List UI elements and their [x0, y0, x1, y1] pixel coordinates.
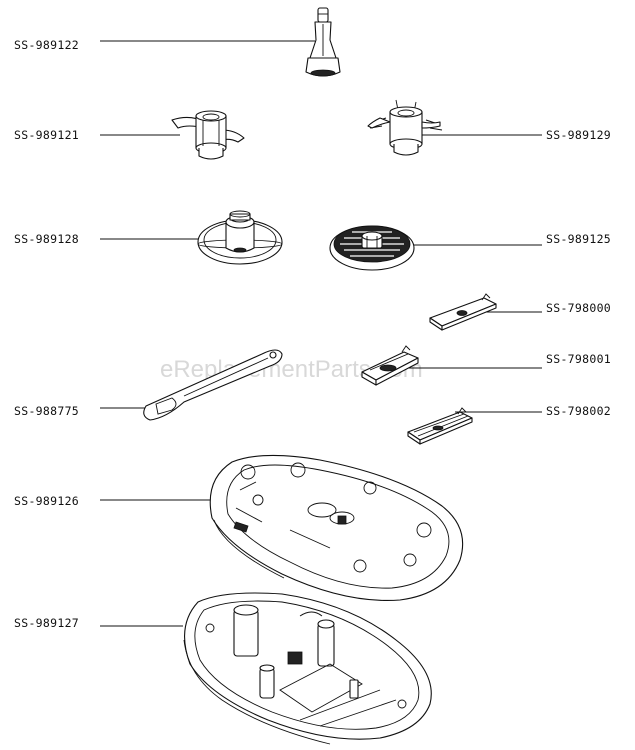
part-ss-989122-drive-shaft — [305, 7, 341, 77]
label-ss-989121: SS-989121 — [14, 128, 79, 142]
part-ss-989125-grating-disc — [329, 225, 415, 271]
part-ss-989129-emulsifier — [367, 99, 443, 156]
label-ss-988775: SS-988775 — [14, 404, 79, 418]
label-ss-798000: SS-798000 — [546, 301, 611, 315]
part-ss-798001-slicing-insert — [361, 345, 419, 386]
label-ss-989129: SS-989129 — [546, 128, 611, 142]
part-ss-988775-spatula — [143, 349, 283, 421]
label-ss-989125: SS-989125 — [546, 232, 611, 246]
label-ss-798001: SS-798001 — [546, 352, 611, 366]
label-ss-989128: SS-989128 — [14, 232, 79, 246]
part-ss-989126-base-cover — [209, 454, 464, 601]
part-ss-989121-chopping-blade — [171, 110, 245, 160]
part-ss-798000-cutting-insert — [429, 293, 497, 331]
label-ss-989126: SS-989126 — [14, 494, 79, 508]
label-ss-989127: SS-989127 — [14, 616, 79, 630]
label-ss-989122: SS-989122 — [14, 38, 79, 52]
part-ss-989127-motor-base — [183, 592, 432, 745]
part-ss-989128-disc-holder — [197, 210, 283, 265]
label-ss-798002: SS-798002 — [546, 404, 611, 418]
part-ss-798002-julienne-insert — [407, 407, 473, 445]
